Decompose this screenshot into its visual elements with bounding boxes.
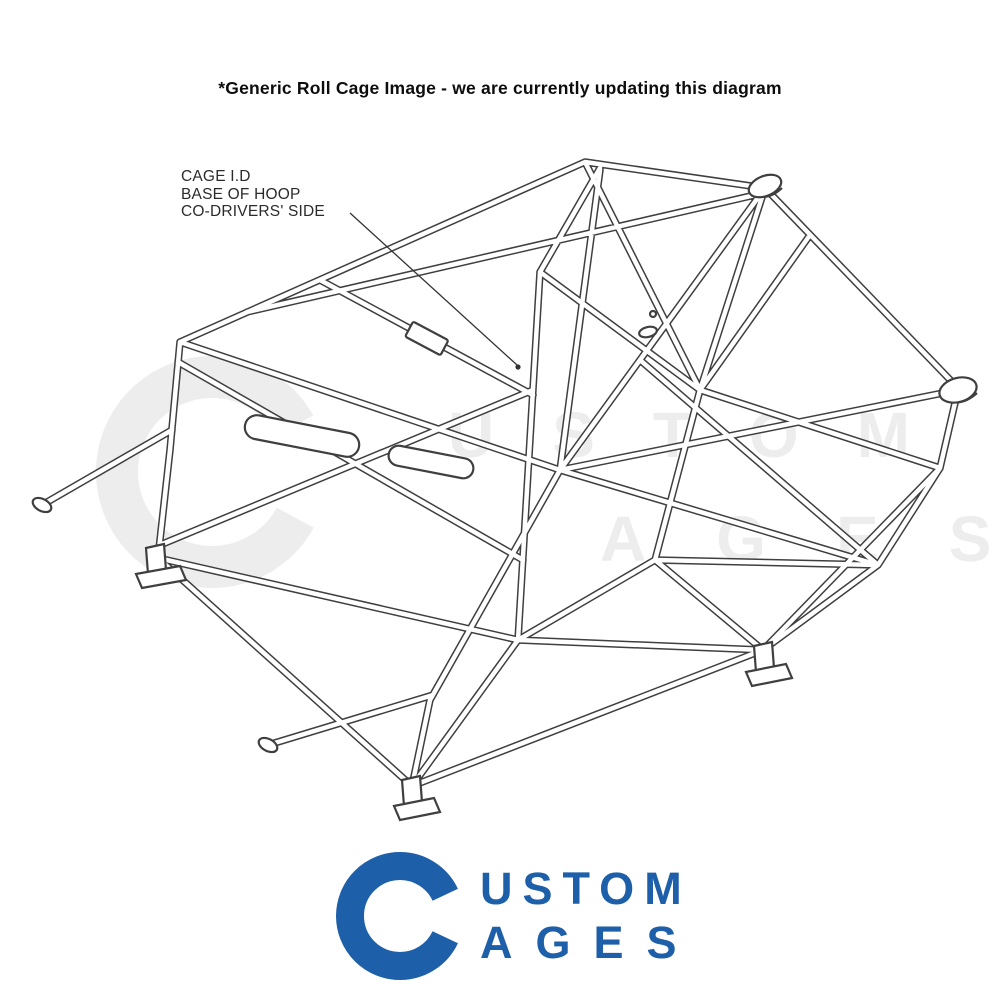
sill-cutout-2 [387, 444, 475, 480]
cage-id-annotation: CAGE I.D BASE OF HOOP CO-DRIVERS' SIDE [181, 168, 325, 221]
tube-hole [638, 325, 658, 339]
tube-hole-small [648, 309, 658, 319]
annotation-line-3: CO-DRIVERS' SIDE [181, 203, 325, 220]
mount-disc-right [938, 376, 978, 404]
brand-logo: USTOM AGES [330, 846, 700, 986]
foot-plate-front-base [392, 796, 442, 822]
cage-details [31, 173, 978, 822]
open-tube-end-front [257, 736, 279, 754]
cage-id-clamp [404, 321, 449, 356]
foot-plate-right-base [744, 662, 794, 688]
logo-text: USTOM AGES [480, 862, 700, 986]
disclaimer-title: *Generic Roll Cage Image - we are curren… [218, 78, 782, 98]
annotation-line-1: CAGE I.D [181, 168, 251, 185]
cage-tubes-fill [39, 159, 961, 789]
logo-text-ustom: USTOM [480, 863, 692, 914]
logo-c-glyph [336, 852, 464, 980]
annotation-leader [349, 212, 521, 370]
foot-plate-left-base [134, 564, 188, 590]
logo-text-ages: AGES [480, 917, 700, 968]
sill-cutout-1 [243, 414, 361, 458]
annotation-line-2: BASE OF HOOP [181, 185, 301, 203]
mount-disc-top [747, 173, 783, 199]
open-tube-end-left [31, 496, 53, 514]
